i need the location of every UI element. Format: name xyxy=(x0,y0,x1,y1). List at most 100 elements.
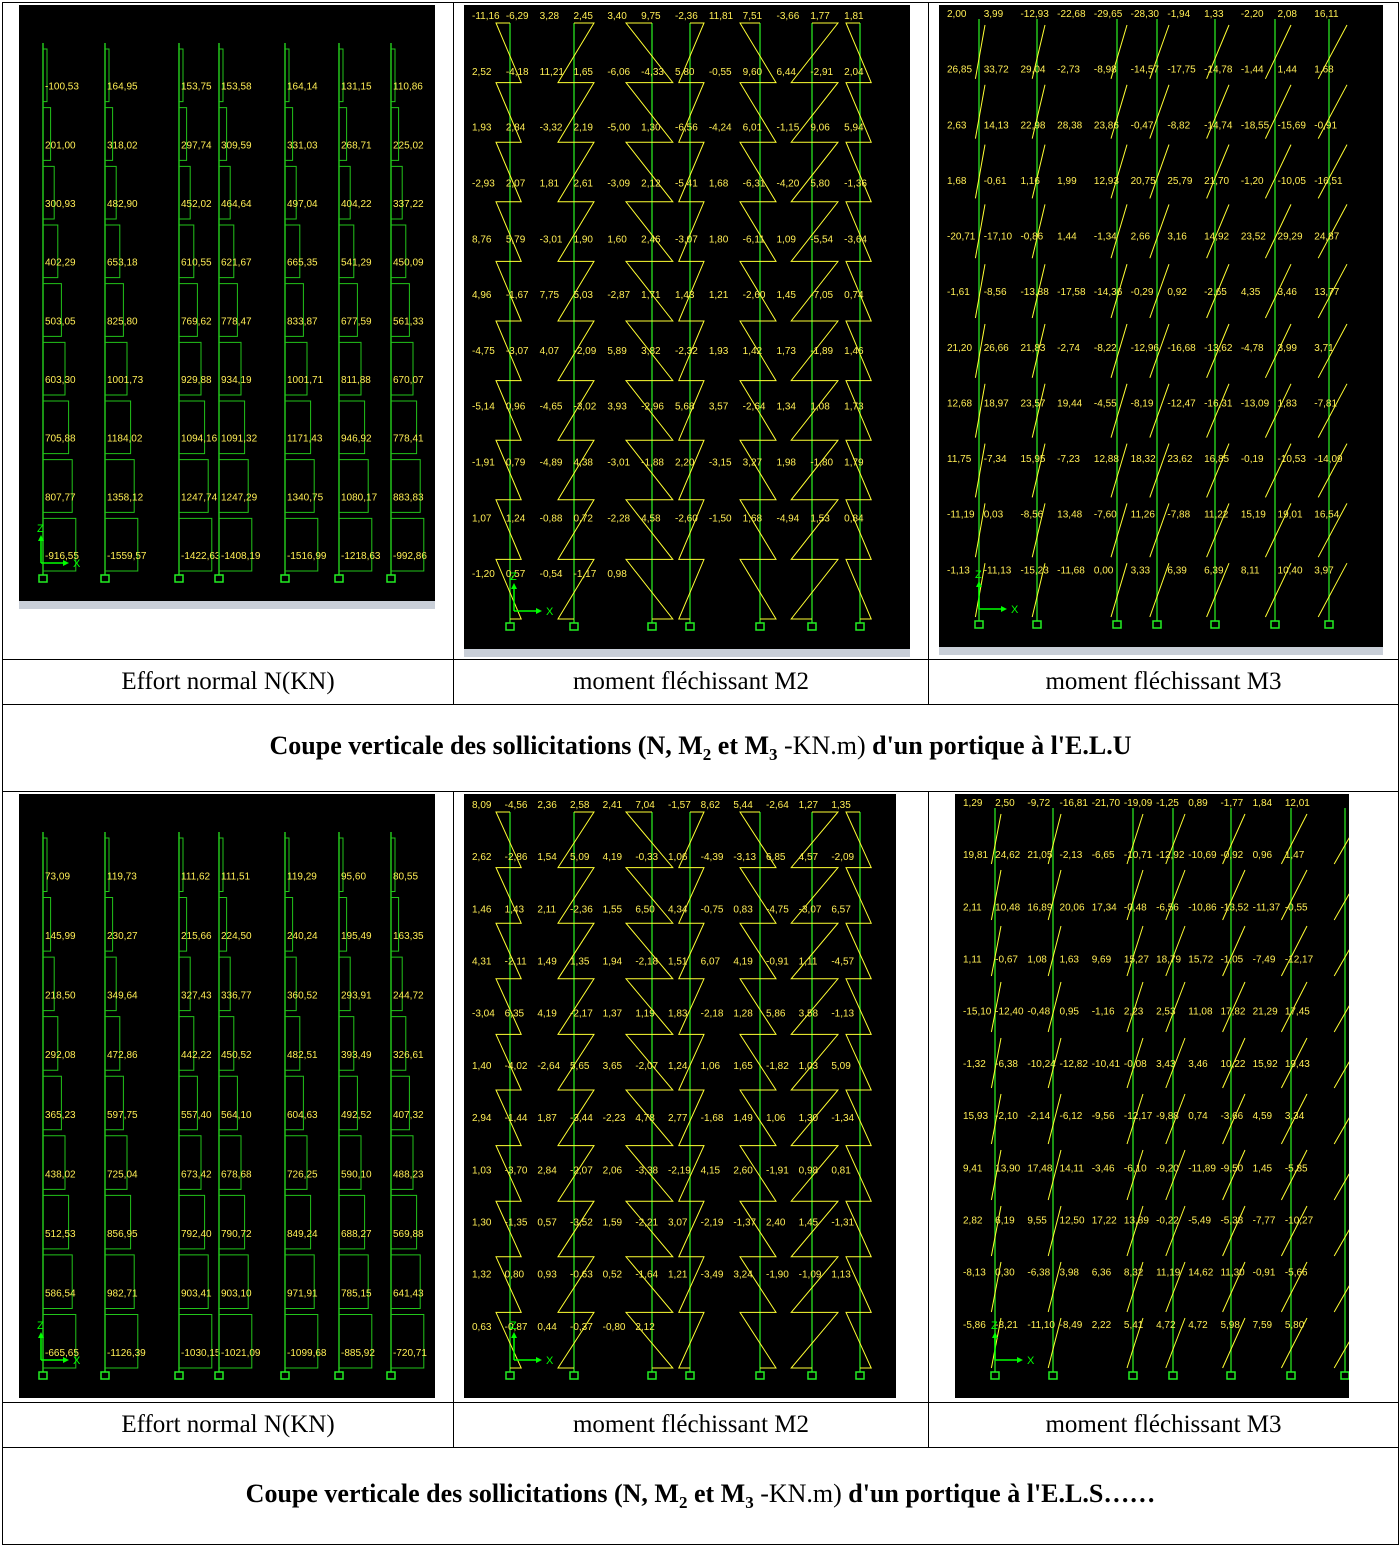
m3-diagram-segment xyxy=(1126,1317,1144,1369)
m3-value-label: -13,62 xyxy=(1204,343,1233,354)
m2-value-label: 4,31 xyxy=(472,957,492,968)
m2-diagram-segment xyxy=(495,1089,522,1147)
m2-value-label: 1,45 xyxy=(777,290,797,301)
m3-value-label: -2,10 xyxy=(995,1111,1018,1122)
n-value-label: 407,32 xyxy=(393,1110,424,1121)
m2-diagram-segment xyxy=(739,1311,777,1369)
m3-diagram-segment xyxy=(1149,563,1170,618)
m3-diagram-segment xyxy=(974,204,986,259)
n-value-label: 856,95 xyxy=(107,1229,138,1240)
m2-value-label: -1,64 xyxy=(635,1270,658,1281)
m2-value-label: 5,09 xyxy=(570,852,590,863)
m2-diagram-segment xyxy=(557,922,595,980)
m3-value-label: -2,13 xyxy=(1060,850,1083,861)
m3-value-label: 18,97 xyxy=(984,398,1009,409)
m3-value-label: -0,29 xyxy=(1131,287,1154,298)
m2-value-label: 1,11 xyxy=(799,957,818,968)
m2-diagram-segment xyxy=(790,558,840,620)
m3-value-label: -10,53 xyxy=(1278,454,1307,465)
m3-diagram-segment xyxy=(1280,981,1308,1033)
m3-value-label: -5,49 xyxy=(1188,1215,1211,1226)
m3-value-label: -12,17 xyxy=(1285,955,1314,966)
m2-diagram-segment xyxy=(495,141,522,203)
m2-diagram-segment xyxy=(790,811,840,869)
m2-value-label: 8,76 xyxy=(472,234,492,245)
n-value-label: 337,22 xyxy=(393,199,424,210)
m2-value-label: -1,90 xyxy=(766,1270,789,1281)
m3-value-label: -0,91 xyxy=(1253,1268,1276,1279)
m3-value-label: 11,19 xyxy=(1156,1268,1181,1279)
support-icon xyxy=(386,1371,396,1380)
m2-value-label: 1,03 xyxy=(472,1165,492,1176)
z-axis-arrowhead xyxy=(992,1332,998,1338)
n-diagram-step xyxy=(179,165,191,220)
m2-value-label: -3,02 xyxy=(574,402,597,413)
n-value-label: 1001,73 xyxy=(107,375,144,386)
m2-value-label: 2,94 xyxy=(472,1113,492,1124)
n-diagram-step xyxy=(219,1135,242,1190)
n-value-label: 653,18 xyxy=(107,258,138,269)
m3-value-label: -0,61 xyxy=(984,176,1007,187)
m2-value-label: 0,63 xyxy=(472,1322,492,1333)
n-value-label: 201,00 xyxy=(45,140,76,151)
m2-diagram-segment xyxy=(624,922,674,980)
n-value-label: -100,53 xyxy=(45,82,79,93)
m2-diagram-segment xyxy=(557,1033,595,1091)
m3-value-label: -12,40 xyxy=(995,1007,1024,1018)
n-diagram-step xyxy=(43,1075,62,1131)
m2-value-label: 2,07 xyxy=(506,178,526,189)
m2-value-label: 1,93 xyxy=(709,346,729,357)
m3-value-label: 14,11 xyxy=(1060,1163,1085,1174)
m2-value-label: -2,36 xyxy=(675,11,698,22)
m2-value-label: -3,15 xyxy=(709,458,732,469)
m3-diagram-segment xyxy=(1222,925,1246,977)
m3-value-label: -15,23 xyxy=(1020,565,1049,576)
m3-value-label: -0,86 xyxy=(1020,232,1043,243)
m3-diagram-segment xyxy=(1165,869,1186,921)
m2-diagram-segment xyxy=(845,1033,872,1091)
m2-value-label: -3,01 xyxy=(607,458,630,469)
m2-diagram-segment xyxy=(678,978,705,1035)
m2-value-label: -4,75 xyxy=(472,346,495,357)
m2-diagram-segment xyxy=(678,22,705,84)
m2-value-label: 5,94 xyxy=(844,123,864,134)
m2-diagram-segment xyxy=(790,439,840,501)
m2-diagram-segment xyxy=(557,82,595,143)
m2-diagram-segment xyxy=(624,499,674,560)
m2-diagram-segment xyxy=(790,867,840,924)
els-n-diagram: 73,09145,99218,50292,08365,23438,02512,5… xyxy=(37,832,427,1380)
n-diagram-step xyxy=(179,224,195,279)
m2-value-label: -6,56 xyxy=(675,123,698,134)
m2-value-label: 1,09 xyxy=(777,234,797,245)
n-value-label: 492,52 xyxy=(341,1110,372,1121)
m2-value-label: 9,06 xyxy=(810,123,830,134)
m2-value-label: 3,24 xyxy=(733,1270,753,1281)
n-diagram-step xyxy=(43,165,55,220)
n-diagram-step xyxy=(285,1016,301,1071)
m2-value-label: 1,06 xyxy=(766,1113,786,1124)
m2-value-label: 1,46 xyxy=(472,904,492,915)
m3-value-label: 15,93 xyxy=(963,1111,988,1122)
z-axis-arrowhead xyxy=(511,583,517,589)
m3-value-label: -1,20 xyxy=(1241,176,1264,187)
m3-value-label: 0,95 xyxy=(1060,1007,1080,1018)
support-icon xyxy=(214,1371,224,1380)
x-axis-label: X xyxy=(1011,604,1019,616)
n-diagram-step xyxy=(105,1194,132,1250)
n-diagram-step xyxy=(391,400,418,455)
support-icon xyxy=(100,574,110,583)
m2-value-label: -4,20 xyxy=(777,178,800,189)
m2-value-label: 2,12 xyxy=(635,1322,655,1333)
n-diagram-step xyxy=(285,107,294,161)
n-diagram-step xyxy=(339,1075,358,1131)
m3-diagram-segment xyxy=(1149,204,1170,259)
m3-value-label: 29,29 xyxy=(1278,232,1303,243)
n-value-label: 541,29 xyxy=(341,258,372,269)
m3-value-label: 12,01 xyxy=(1285,798,1310,809)
m3-value-label: -14,09 xyxy=(1314,454,1343,465)
m3-value-label: -5,66 xyxy=(1285,1268,1308,1279)
m2-value-label: -5,41 xyxy=(675,178,698,189)
n-diagram-step xyxy=(105,1254,135,1309)
m3-value-label: -16,31 xyxy=(1204,398,1233,409)
m2-diagram-segment xyxy=(495,1311,522,1369)
